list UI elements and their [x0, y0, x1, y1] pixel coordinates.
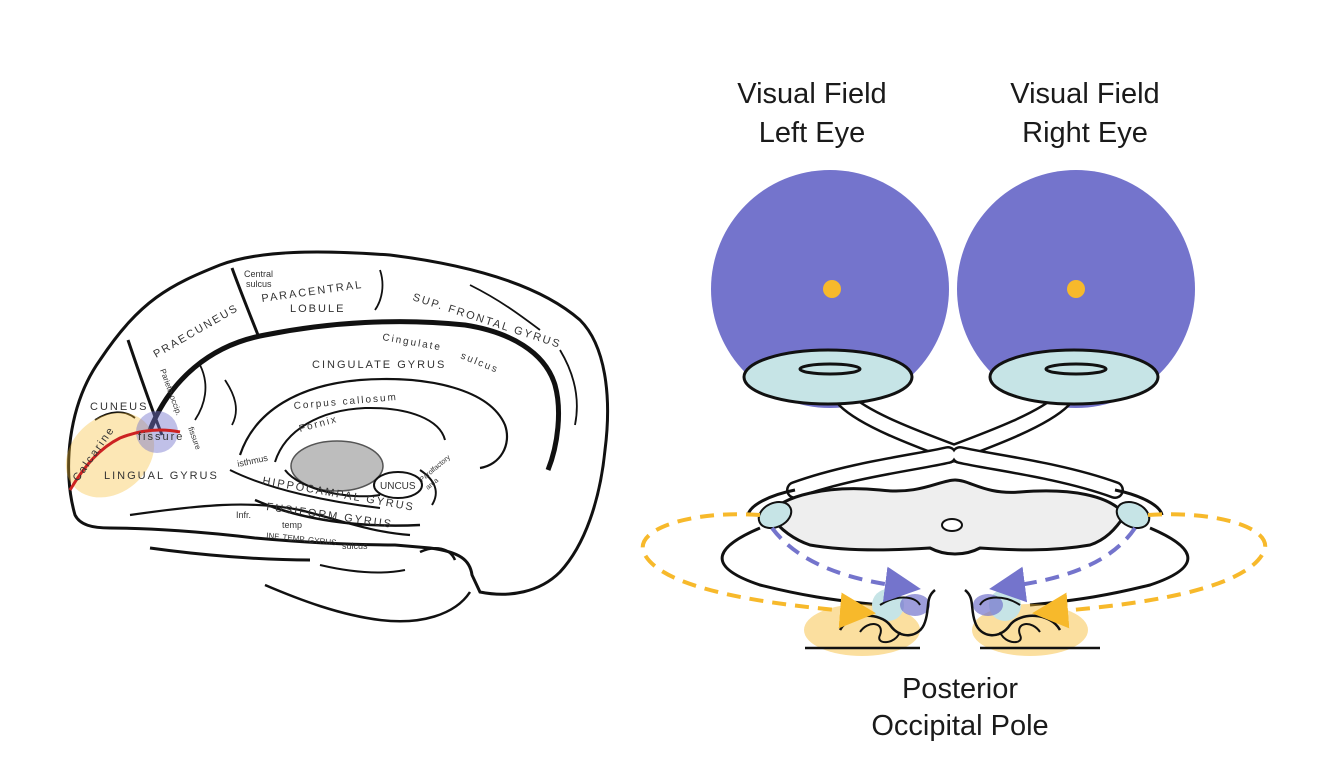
left-lgn [757, 500, 793, 530]
caption-left-eye-1: Visual Field [737, 78, 886, 110]
brain-sulcus-line [194, 364, 207, 421]
chiasm-left-to-right-inner [953, 448, 1122, 497]
left-optic-nerve-inner [838, 393, 967, 462]
label-fissure: fissure [138, 431, 184, 443]
midbrain-aqueduct [941, 518, 963, 532]
midbrain-body [768, 478, 1127, 556]
caption-right-eye-2: Right Eye [1022, 117, 1148, 149]
calcarine-fissure-line [68, 428, 181, 491]
right-fovea-dot [1067, 280, 1085, 298]
left-fovea-dot [823, 280, 841, 298]
label-central-sulcus-1: Central [244, 269, 273, 279]
caption-posterior: Posterior [902, 673, 1018, 705]
right-lgn [1115, 500, 1151, 530]
right-yellow-dashed-arrow [1032, 512, 1268, 629]
label-lobule: LOBULE [290, 303, 345, 315]
brain-sulcus-line [419, 547, 457, 561]
label-sulcus: sulcus [342, 541, 368, 551]
right-optic-nerve-inner [941, 393, 1070, 462]
brain-outline [67, 250, 610, 596]
brain-sulcus-line [129, 503, 411, 537]
brain-sulcus-line [319, 564, 406, 574]
label-central-sulcus-2: sulcus [246, 279, 272, 289]
right-optic-radiation [1029, 526, 1190, 607]
brain-sulcus-line [469, 284, 541, 331]
brain-sulcus-line [94, 411, 136, 421]
brain-sulcus-line [284, 469, 381, 498]
caption-left-eye-2: Left Eye [759, 117, 865, 149]
thalamus-shape [290, 440, 384, 492]
parieto-occipital-line [126, 339, 164, 436]
brain-sulcus-line [149, 546, 311, 562]
right-purple-dashed-arrow [989, 526, 1137, 603]
left-yellow-dashed-arrow [640, 512, 876, 629]
label-uncus: UNCUS [380, 481, 416, 492]
brain-sulcus-line [229, 469, 381, 509]
fornix-outline [274, 406, 446, 463]
central-sulcus-line [230, 267, 260, 336]
cingulate-sulcus-line [147, 319, 561, 471]
uncus-shape [373, 471, 423, 499]
label-cingulate-gyrus: CINGULATE GYRUS [312, 359, 446, 371]
temporal-lobe-outline [264, 583, 472, 623]
left-occipital-lobe [804, 589, 936, 656]
visual-pathway: Visual Field Left Eye Visual Field Right… [640, 78, 1268, 742]
right-eye [988, 348, 1160, 406]
left-eye [742, 348, 914, 406]
label-infr: Infr. [236, 510, 251, 520]
brain-sulcus-line [224, 379, 237, 426]
caption-right-eye-1: Visual Field [1010, 78, 1159, 110]
corpus-callosum-outline [238, 377, 509, 470]
brain-sulcus-line [374, 269, 384, 311]
calcarine-purple-highlight [136, 411, 178, 453]
label-cuneus: CUNEUS [90, 401, 148, 413]
brain-sulcus-line [419, 469, 437, 506]
brain-sulcus-line [559, 349, 578, 426]
chiasm-right-to-left-inner [788, 448, 955, 497]
left-eye-pupil [798, 362, 862, 376]
label-temp: temp [282, 520, 302, 530]
right-eye-pupil [1044, 362, 1108, 376]
right-occipital-fold [999, 623, 1041, 644]
brain-medial-view: Central sulcus PARACENTRAL LOBULE SUP. F… [65, 250, 610, 623]
caption-occipital-pole: Occipital Pole [871, 710, 1048, 742]
label-lingual: LINGUAL GYRUS [104, 470, 219, 482]
left-purple-dashed-arrow [770, 526, 921, 603]
